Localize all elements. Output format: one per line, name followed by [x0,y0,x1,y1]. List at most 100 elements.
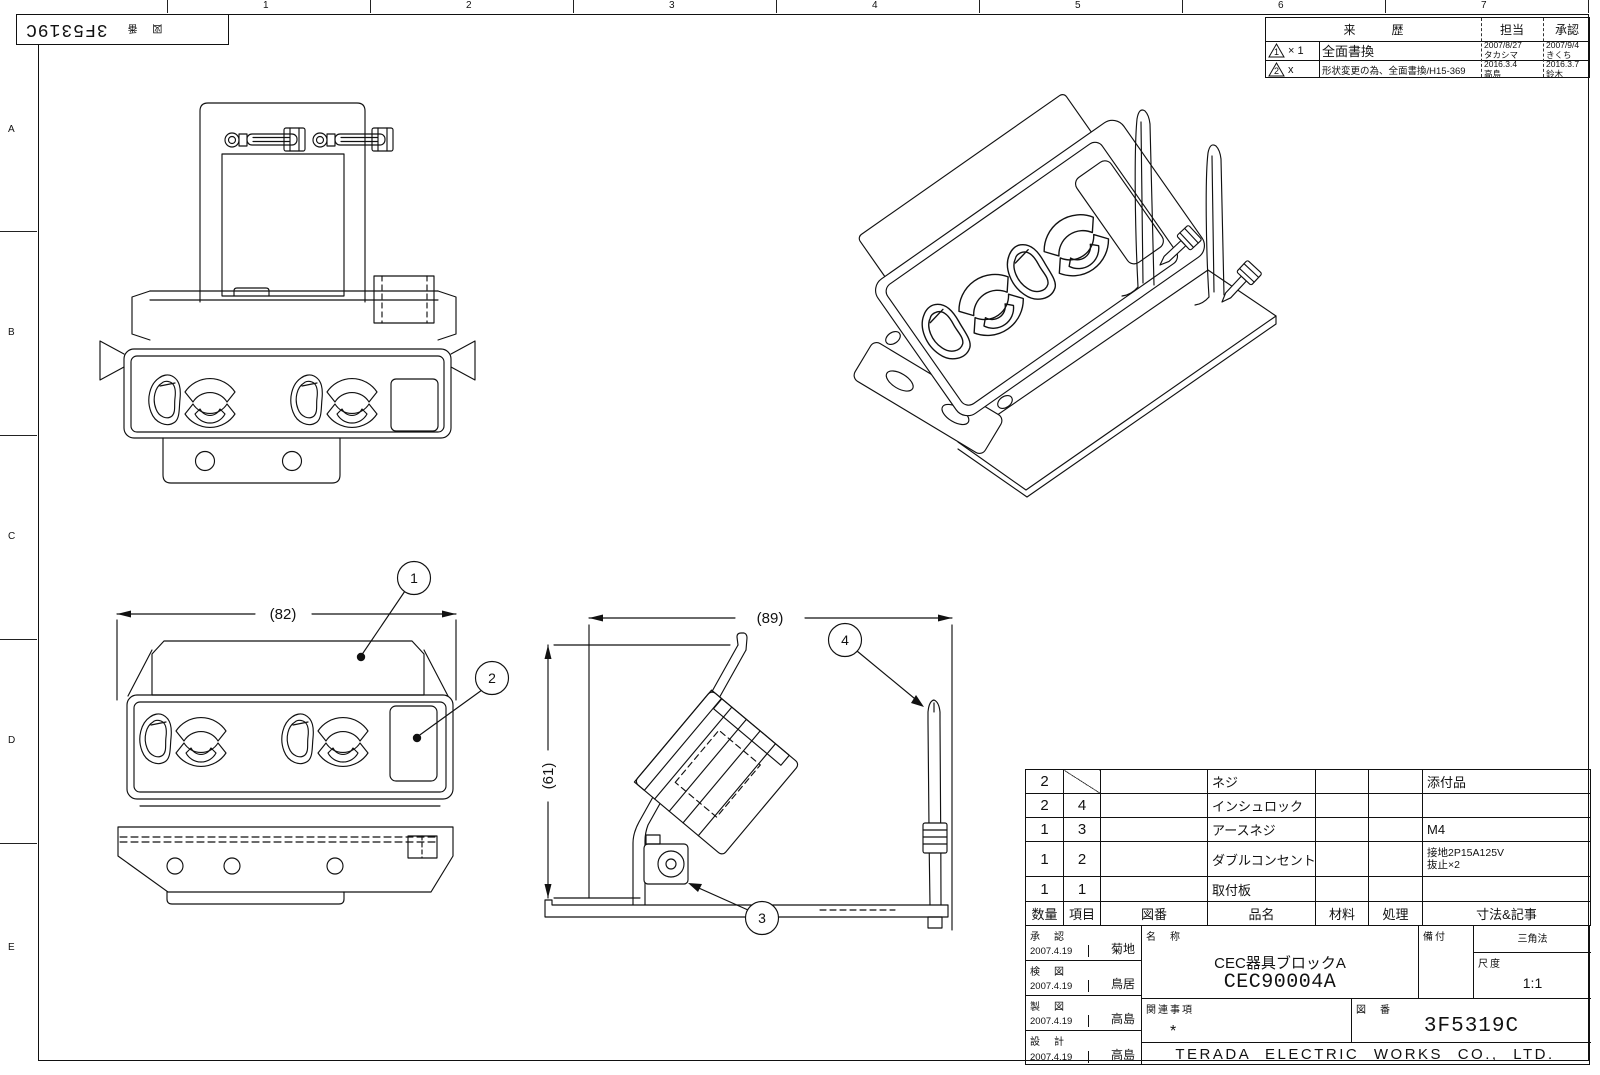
cell-item: 3 [1063,817,1101,842]
cell-qty: 1 [1025,841,1064,877]
attach-box: 備付 [1418,926,1473,999]
related-box: 関連事項 * [1141,999,1351,1043]
zone-label-left: D [8,735,16,746]
product-code: CEC90004A [1223,971,1337,994]
cell-note: M4 [1422,817,1591,842]
zone-tick [1385,0,1386,13]
zone-label-left: C [8,531,16,542]
cell-name: 取付板 [1207,876,1316,902]
product-name: CEC器具ブロックA [1214,955,1346,972]
title-block: 承 認 2007.4.19 菊地 検 図 2007.4.19 鳥居 製 図 20… [1025,925,1591,1065]
product-name-box: 名 称 CEC器具ブロックA CEC90004A [1141,926,1418,999]
zone-tick [979,0,980,13]
cell-item: 4 [1063,793,1101,818]
dwgno-box: 図 番 3F5319C [1351,999,1591,1043]
zone-tick [0,435,37,436]
clamp [643,834,689,885]
svg-text:3: 3 [758,910,766,926]
scale-value: 1:1 [1522,975,1543,991]
zone-tick [0,843,37,844]
cell-name: ネジ [1207,769,1316,794]
cell-qty: 1 [1025,817,1064,842]
header-note: 寸法&記事 [1422,901,1591,926]
zone-label-top: 2 [466,0,472,11]
svg-text:(61): (61) [540,763,557,790]
dimension-89: (89) [588,610,953,931]
cable-tie-side [922,699,948,929]
cell-name: インシュロック [1207,793,1316,818]
outlet-nameplate [390,378,439,432]
balloon-3: 3 [688,883,780,936]
zone-label-top: 1 [263,0,269,11]
svg-text:(82): (82) [270,606,297,623]
cell-dwg [1100,769,1208,794]
drawing-frame [38,14,1589,1061]
cell-note [1422,793,1591,818]
header-process: 処理 [1368,901,1423,926]
cell-qty: 2 [1025,793,1064,818]
header-material: 材料 [1315,901,1369,926]
cable-tie-standing-1 [1121,109,1155,297]
cell-material [1315,841,1369,877]
view-front-assembly [99,102,476,484]
zone-tick [167,0,168,13]
header-dwg: 図番 [1100,901,1208,926]
parts-row: 2 4 インシュロック [1025,793,1591,818]
balloon-1: 1 [356,560,432,662]
header-qty: 数量 [1025,901,1064,926]
dimension-61: (61) [540,644,731,899]
svg-text:2: 2 [1274,66,1279,76]
cell-process [1368,817,1423,842]
cell-process [1368,841,1423,877]
zone-tick [776,0,777,13]
sign-row-approval: 承 認 2007.4.19 菊地 [1026,926,1141,961]
zone-label-top: 5 [1075,0,1081,11]
cell-process [1368,769,1423,794]
cable-tie-front-1 [224,127,306,152]
svg-text:1: 1 [410,570,418,586]
svg-text:4: 4 [841,632,849,648]
parts-row: 1 3 アースネジ M4 [1025,817,1591,842]
cell-process [1368,793,1423,818]
cell-qty: 2 [1025,769,1064,794]
dimension-82: (82) [116,606,457,701]
cell-item-slash [1063,769,1101,794]
cell-process [1368,876,1423,902]
outlet-nameplate [1074,160,1164,265]
cell-dwg [1100,876,1208,902]
scale-box: 尺度 1:1 [1473,953,1591,999]
zone-label-left: E [8,942,15,953]
view-isometric [853,94,1277,498]
svg-text:1: 1 [1274,47,1279,57]
cell-item: 2 [1063,841,1101,877]
parts-row: 1 2 ダブルコンセント 接地2P15A125V 抜止×2 [1025,841,1591,877]
zone-label-left: A [8,124,15,135]
company-name: TERADA ELECTRIC WORKS CO., LTD. [1175,1046,1555,1063]
header-item: 項目 [1063,901,1101,926]
zone-label-top: 3 [669,0,675,11]
zone-tick [1182,0,1183,13]
cable-tie-front-2 [312,127,394,152]
revision-desc: 形状変更の為、全面書換/H15-369 [1322,65,1466,77]
zone-label-top: 6 [1278,0,1284,11]
cell-dwg [1100,793,1208,818]
cell-qty: 1 [1025,876,1064,902]
header-name: 品名 [1207,901,1316,926]
parts-header-row: 数量 項目 図番 品名 材料 処理 寸法&記事 [1025,901,1591,926]
cell-item: 1 [1063,876,1101,902]
cell-dwg [1100,817,1208,842]
cell-note: 接地2P15A125V 抜止×2 [1422,841,1591,877]
svg-text:(89): (89) [757,610,784,627]
sign-row-draft: 製 図 2007.4.19 高島 [1026,996,1141,1031]
cell-name: アースネジ [1207,817,1316,842]
related-value: * [1170,1023,1177,1040]
revision-approve-header: 承認 [1554,23,1579,37]
zone-tick [0,639,37,640]
screw-2 [1221,260,1262,303]
zone-tick [1588,0,1589,13]
svg-text:2: 2 [488,670,496,686]
cell-material [1315,769,1369,794]
